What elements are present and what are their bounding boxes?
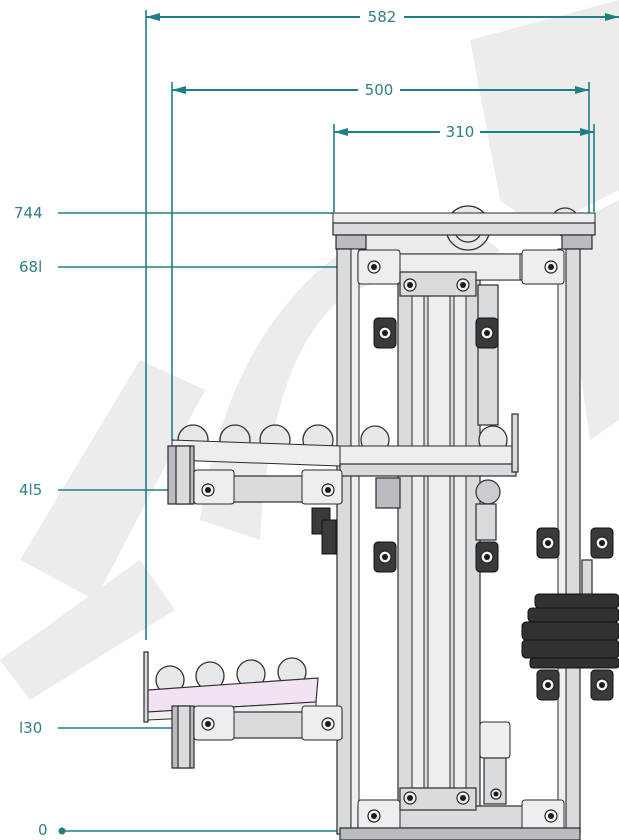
elevation-681-label: 68l [19, 258, 42, 276]
elevation-744-label: 744 [14, 204, 43, 222]
elevation-0-label: 0 [38, 821, 48, 839]
machine-frame [143, 205, 619, 840]
dimension-frame-width: 310 [333, 123, 595, 212]
dim-582-label: 582 [368, 8, 397, 26]
dim-310-label: 310 [446, 123, 475, 141]
dim-500-label: 500 [365, 81, 394, 99]
elevation-681: 68l [19, 258, 374, 276]
watermark [0, 0, 619, 700]
elevation-744: 744 [14, 204, 334, 222]
elevation-415-label: 4l5 [19, 481, 42, 499]
knob-group [373, 317, 614, 701]
dimension-overall-width: 582 [145, 8, 619, 640]
elevation-130-label: l30 [19, 719, 42, 737]
dimension-arm-width: 500 [171, 81, 590, 440]
bolt-group [201, 260, 558, 823]
elevation-0: 0 [38, 821, 350, 839]
